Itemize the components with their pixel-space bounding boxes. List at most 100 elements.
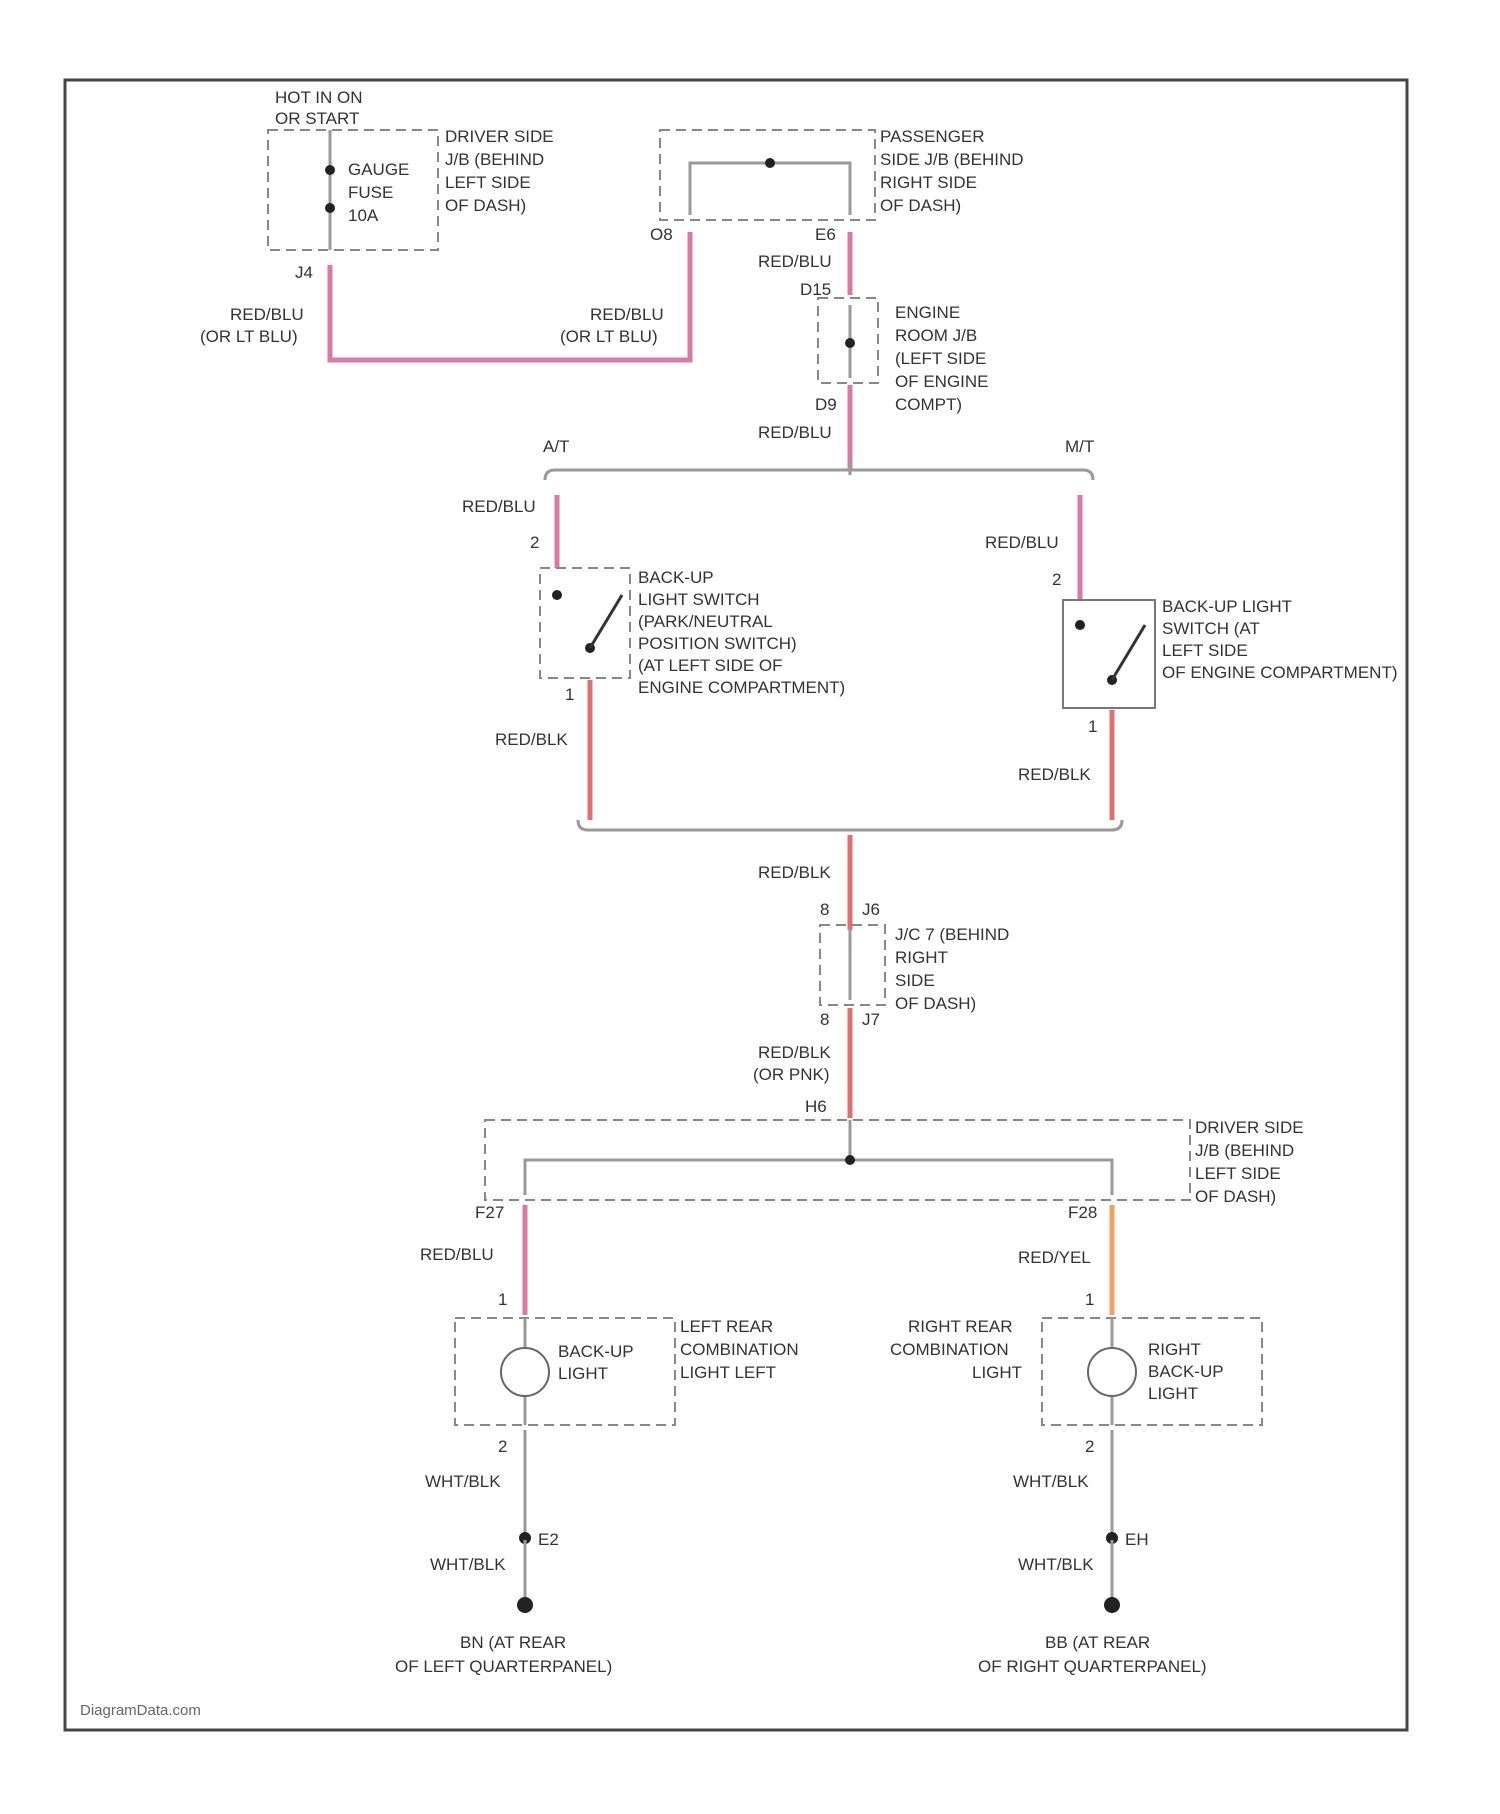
jb-left-label-4: OF DASH): [445, 196, 526, 215]
engine-jb-label-1: ENGINE: [895, 303, 960, 322]
right-housing-label-1: RIGHT REAR: [908, 1317, 1013, 1336]
left-ground-label-2: OF LEFT QUARTERPANEL): [395, 1657, 612, 1676]
left-lamp-wire-in: RED/BLU: [420, 1245, 494, 1264]
switch-mt-pin-out: 1: [1088, 717, 1097, 736]
jb-left-label-2: J/B (BEHIND: [445, 150, 544, 169]
switch-at-section: RED/BLU 2 BACK-UP LIGHT SWITCH (PARK/NEU…: [462, 495, 845, 820]
branch-bracket: [545, 470, 1093, 480]
fuse-label-1: GAUGE: [348, 160, 409, 179]
switch-at-label-5: (AT LEFT SIDE OF: [638, 656, 783, 675]
left-housing-label-1: LEFT REAR: [680, 1317, 773, 1336]
wire-mid-label-1: RED/BLU: [590, 305, 664, 324]
engine-jb-pin-out: D9: [815, 395, 837, 414]
switch-mt-wire-in: RED/BLU: [985, 533, 1059, 552]
switch-at-pin-in: 2: [530, 533, 539, 552]
passenger-jb-internal-wire: [690, 163, 850, 215]
pin-right-out: E6: [815, 225, 836, 244]
right-lamp-pin-in: 1: [1085, 1290, 1094, 1309]
jc-wire-out-1: RED/BLK: [758, 1043, 831, 1062]
right-housing-label-3: LIGHT: [972, 1363, 1022, 1382]
switch-at-label-6: ENGINE COMPARTMENT): [638, 678, 845, 697]
right-splice-label: EH: [1125, 1530, 1149, 1549]
lower-jb-pin-left: F27: [475, 1203, 504, 1222]
right-ground-icon: [1104, 1597, 1120, 1613]
switch-mt-section: RED/BLU 2 BACK-UP LIGHT SWITCH (AT LEFT …: [985, 495, 1398, 820]
switch-at-label-1: BACK-UP: [638, 568, 714, 587]
wire-mid-label-2: (OR LT BLU): [560, 327, 658, 346]
wire-right-down-label: RED/BLU: [758, 252, 832, 271]
engine-jb-section: D15 D9 ENGINE ROOM J/B (LEFT SIDE OF ENG…: [758, 280, 989, 470]
switch-mt-wire-out: RED/BLK: [1018, 765, 1091, 784]
switch-mt-contact-top: [1075, 620, 1085, 630]
lower-jb-label-4: OF DASH): [1195, 1187, 1276, 1206]
jc-pin-in-2: J6: [862, 900, 880, 919]
left-housing-label-3: LIGHT LEFT: [680, 1363, 776, 1382]
engine-jb-wire-out: RED/BLU: [758, 423, 832, 442]
switch-at-wire-out: RED/BLK: [495, 730, 568, 749]
jb-right-label-3: RIGHT SIDE: [880, 173, 977, 192]
right-ground-wire: WHT/BLK: [1018, 1555, 1094, 1574]
merge-bracket: [578, 820, 1122, 830]
passenger-jb-dot: [765, 158, 775, 168]
jb-left-label-1: DRIVER SIDE: [445, 127, 554, 146]
left-ground-label-1: BN (AT REAR: [460, 1633, 566, 1652]
jc-pin-out-1: 8: [820, 1010, 829, 1029]
watermark: DiagramData.com: [80, 1702, 201, 1719]
left-backup-bulb-icon: [501, 1348, 549, 1396]
lower-jb-label-1: DRIVER SIDE: [1195, 1118, 1304, 1137]
switch-mt-blade: [1112, 625, 1145, 680]
lower-jb-pin-right: F28: [1068, 1203, 1097, 1222]
right-ground-label-2: OF RIGHT QUARTERPANEL): [978, 1657, 1207, 1676]
jc-label-3: SIDE: [895, 971, 935, 990]
wire-left-label-2: (OR LT BLU): [200, 327, 298, 346]
right-backup-bulb-icon: [1088, 1348, 1136, 1396]
right-lamp-wire-in: RED/YEL: [1018, 1248, 1091, 1267]
junction-connector-section: 8 J6 J/C 7 (BEHIND RIGHT SIDE OF DASH) 8…: [753, 900, 1009, 1118]
passenger-jb-box: [660, 130, 875, 220]
engine-jb-pin-in: D15: [800, 280, 831, 299]
right-lamp-section: RED/YEL 1 RIGHT REAR COMBINATION LIGHT R…: [890, 1205, 1262, 1676]
fuse-dot-bottom: [325, 203, 335, 213]
right-bulb-label-2: BACK-UP: [1148, 1362, 1224, 1381]
left-lamp-pin-in: 1: [498, 1290, 507, 1309]
wire-left-label-1: RED/BLU: [230, 305, 304, 324]
switch-at-label-4: POSITION SWITCH): [638, 634, 797, 653]
lower-jb-section: H6 DRIVER SIDE J/B (BEHIND LEFT SIDE OF …: [475, 1097, 1304, 1222]
left-bulb-label-2: LIGHT: [558, 1364, 608, 1383]
jc-label-4: OF DASH): [895, 994, 976, 1013]
branch-section: A/T M/T: [543, 437, 1094, 480]
switch-at-box: [540, 568, 630, 678]
switch-at-wire-in: RED/BLU: [462, 497, 536, 516]
lower-jb-label-3: LEFT SIDE: [1195, 1164, 1281, 1183]
switch-at-blade: [590, 595, 622, 648]
jb-right-label-1: PASSENGER: [880, 127, 985, 146]
merge-section: RED/BLK: [578, 820, 1122, 930]
right-lamp-pin-out: 2: [1085, 1437, 1094, 1456]
left-lamp-wire-out: WHT/BLK: [425, 1472, 501, 1491]
lower-jb-dot: [845, 1155, 855, 1165]
right-bulb-label-1: RIGHT: [1148, 1340, 1201, 1359]
left-lamp-pin-out: 2: [498, 1437, 507, 1456]
fuse-label-3: 10A: [348, 206, 379, 225]
pin-right-in: O8: [650, 225, 673, 244]
switch-mt-pin-in: 2: [1052, 570, 1061, 589]
left-splice-label: E2: [538, 1530, 559, 1549]
jc-pin-in-1: 8: [820, 900, 829, 919]
lower-jb-bus: [525, 1160, 1112, 1195]
lower-jb-pin-in: H6: [805, 1097, 827, 1116]
engine-jb-label-4: OF ENGINE: [895, 372, 989, 391]
engine-jb-label-3: (LEFT SIDE: [895, 349, 986, 368]
switch-at-pin-out: 1: [565, 685, 574, 704]
left-lamp-section: RED/BLU 1 BACK-UP LIGHT LEFT REAR COMBIN…: [395, 1205, 799, 1676]
fuse-dot-top: [325, 165, 335, 175]
left-ground-icon: [517, 1597, 533, 1613]
fuse-label-2: FUSE: [348, 183, 393, 202]
left-bulb-label-1: BACK-UP: [558, 1342, 634, 1361]
jb-right-label-4: OF DASH): [880, 196, 961, 215]
merge-wire-label: RED/BLK: [758, 863, 831, 882]
jc-label-2: RIGHT: [895, 948, 948, 967]
right-bulb-label-3: LIGHT: [1148, 1384, 1198, 1403]
left-housing-label-2: COMBINATION: [680, 1340, 799, 1359]
engine-jb-label-5: COMPT): [895, 395, 962, 414]
